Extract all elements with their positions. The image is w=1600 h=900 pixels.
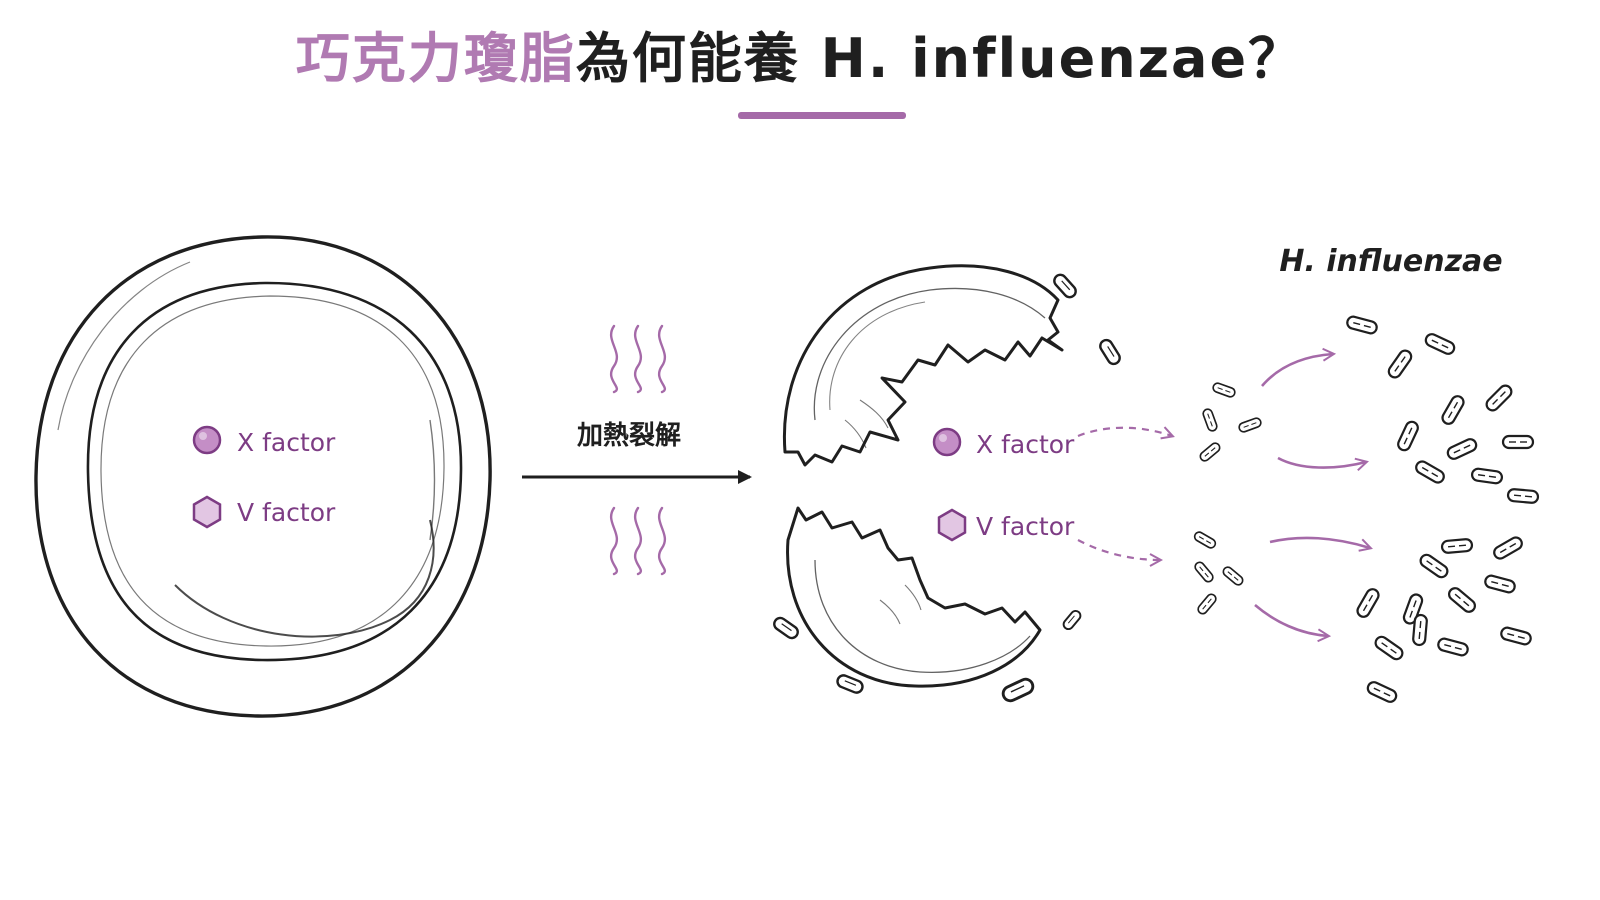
title-highlight: 巧克力瓊脂	[295, 27, 576, 90]
title-underline	[738, 112, 906, 119]
v-factor-marker	[192, 495, 222, 529]
bacteria-label: H. influenzae	[1279, 244, 1502, 279]
process-label: 加熱裂解	[577, 421, 681, 451]
cell-v-factor-label: V factor	[237, 498, 336, 527]
cell-outer-membrane	[34, 235, 492, 718]
heat-waves-bottom	[609, 506, 667, 576]
lysed-cell-top-half	[782, 264, 1064, 467]
heat-waves-top	[609, 324, 667, 394]
lysed-cell-bottom-half	[786, 506, 1042, 688]
cell-v-factor: V factor	[192, 495, 336, 529]
bacteria-small-cluster	[1192, 381, 1263, 617]
cell-x-factor: X factor	[192, 425, 336, 457]
red-blood-cell	[34, 235, 492, 718]
lysed-cell	[782, 264, 1064, 688]
released-v-factor-marker	[937, 508, 967, 542]
v-factor-diffusion-arrow	[1077, 539, 1160, 560]
title-rest: 為何能養 H. influenzae？	[575, 27, 1305, 90]
growth-arrows	[1254, 354, 1370, 636]
page-title: 巧克力瓊脂為何能養 H. influenzae？	[0, 24, 1600, 94]
membrane-fragments	[770, 271, 1124, 705]
cell-inner-membrane	[86, 281, 463, 662]
x-factor-diffusion-arrow	[1077, 428, 1172, 436]
lysed-v-factor-label: V factor	[976, 512, 1075, 541]
released-x-factor-marker	[932, 427, 962, 457]
cell-x-factor-label: X factor	[237, 428, 336, 457]
released-v-factor: V factor	[937, 508, 1075, 542]
released-x-factor: X factor	[932, 427, 1075, 459]
x-factor-marker	[192, 425, 222, 455]
lysed-x-factor-label: X factor	[976, 430, 1075, 459]
bacteria-colony	[1344, 314, 1540, 705]
